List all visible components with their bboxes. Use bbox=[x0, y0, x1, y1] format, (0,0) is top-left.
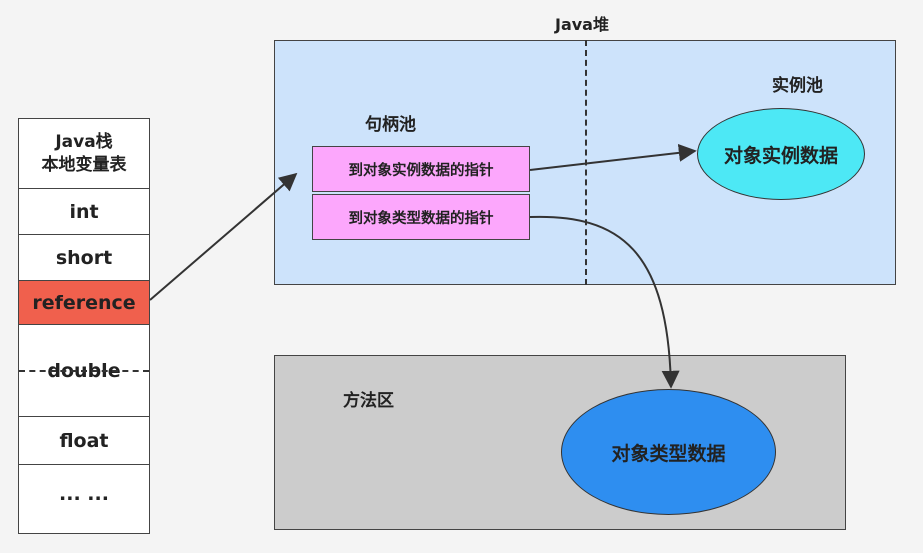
stack-header: Java栈 本地变量表 bbox=[19, 119, 149, 189]
handle-pool-label: 句柄池 bbox=[365, 115, 416, 135]
type-data-pointer: 到对象类型数据的指针 bbox=[312, 194, 530, 240]
double-dashed-separator bbox=[19, 370, 149, 372]
type-data-ellipse: 对象类型数据 bbox=[561, 389, 776, 515]
stack-cell-more: ... ... bbox=[59, 483, 109, 505]
stack-cell-short: short bbox=[19, 235, 149, 281]
method-area-label: 方法区 bbox=[343, 391, 394, 411]
reference-to-handle-arrow bbox=[149, 172, 298, 301]
java-heap-title: Java堆 bbox=[555, 15, 609, 34]
stack-header-subtitle: 本地变量表 bbox=[41, 154, 127, 175]
instance-data-pointer: 到对象实例数据的指针 bbox=[312, 146, 530, 192]
stack-cell-reference: reference bbox=[19, 281, 149, 325]
instance-data-ellipse: 对象实例数据 bbox=[697, 108, 865, 200]
stack-header-title: Java栈 bbox=[55, 131, 113, 152]
instance-pointer-arrow bbox=[529, 143, 697, 171]
instance-pool-label: 实例池 bbox=[772, 76, 823, 96]
stack-cell-float: float bbox=[19, 417, 149, 465]
stack-cell-int: int bbox=[19, 189, 149, 235]
java-stack-table: Java栈 本地变量表 int short reference double f… bbox=[18, 118, 150, 534]
type-pointer-arrow bbox=[529, 215, 680, 389]
heap-divider bbox=[585, 40, 587, 285]
